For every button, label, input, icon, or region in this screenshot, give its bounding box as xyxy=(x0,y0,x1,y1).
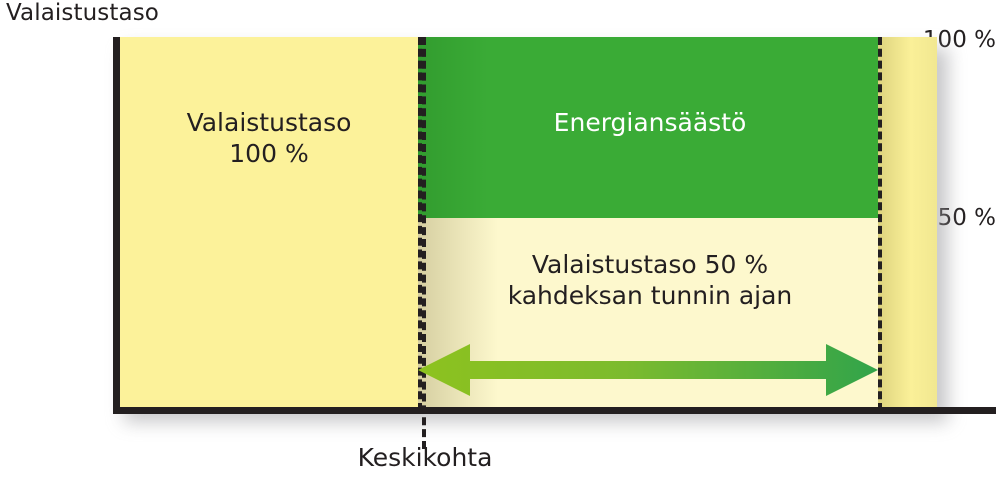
midpoint-marker xyxy=(422,37,426,449)
dimming-start-marker xyxy=(418,37,422,411)
y-axis-line xyxy=(113,37,120,414)
region-dimmed-light-label: Valaistustaso 50 % kahdeksan tunnin ajan xyxy=(507,250,793,310)
y-axis-title: Valaistustaso xyxy=(6,0,159,26)
midpoint-label: Keskikohta xyxy=(357,443,493,472)
arrow-shape xyxy=(418,344,878,396)
x-axis-line xyxy=(113,407,996,414)
region-energy-saving xyxy=(418,37,878,218)
dimming-end-marker xyxy=(878,37,882,411)
region-energy-saving-label: Energiansäästö xyxy=(553,108,747,137)
dimming-duration-arrow xyxy=(418,344,878,396)
region-full-light-label: Valaistustaso 100 % xyxy=(186,108,352,168)
